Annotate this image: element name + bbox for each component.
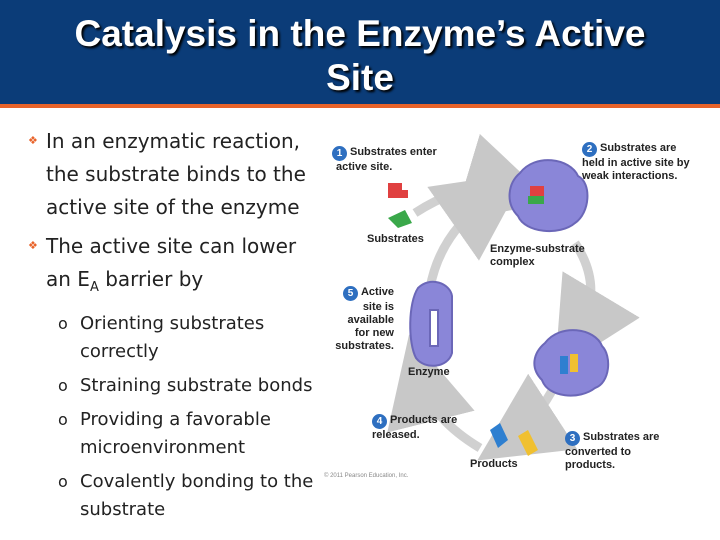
- label-text: site is: [362, 301, 394, 313]
- sub-bullet-line: Providing a favorable: [80, 409, 271, 430]
- bullet-line: The active site can lower: [46, 234, 297, 258]
- bullet-marker-icon: ❖: [28, 239, 38, 252]
- bullet-text: an E: [46, 267, 90, 291]
- enzyme-label: Enzyme: [408, 366, 450, 378]
- label-text: weak interactions.: [582, 170, 678, 182]
- sub-bullet-line: correctly: [80, 341, 159, 362]
- copyright-notice: © 2011 Pearson Education, Inc.: [324, 473, 409, 479]
- cycle-arrow-5: [425, 172, 527, 289]
- enzyme-cycle-graphic: [387, 133, 640, 461]
- complex-red-substrate: [530, 186, 544, 196]
- bullet-line: an EA barrier by: [46, 263, 338, 304]
- sub-bullet-item: o Orienting substrates correctly: [28, 310, 338, 366]
- bullet-item: ❖ In an enzymatic reaction, the substrat…: [28, 125, 338, 224]
- subscript-a: A: [89, 280, 99, 295]
- sub-bullet-line: substrate: [80, 499, 166, 520]
- empty-enzyme-shape: [409, 280, 453, 367]
- complex-green-substrate: [528, 196, 544, 204]
- step-4-badge: 4: [372, 414, 387, 429]
- bullet-item: ❖ The active site can lower an EA barrie…: [28, 230, 338, 304]
- sub-bullet-line: Straining substrate bonds: [80, 375, 313, 396]
- cycle-arrow-2: [554, 240, 640, 372]
- slide-title-line1: Catalysis in the Enzyme’s Active: [74, 13, 646, 54]
- enzyme-substrate-complex-label: Enzyme-substrate complex: [490, 243, 585, 269]
- bullet-line: In an enzymatic reaction,: [46, 129, 301, 153]
- label-text: active site.: [336, 161, 393, 173]
- title-bar: [0, 0, 720, 108]
- bullet-list: ❖ In an enzymatic reaction, the substrat…: [28, 125, 338, 530]
- sub-bullet-item: o Straining substrate bonds: [28, 372, 338, 400]
- sub-bullet-line: microenvironment: [80, 437, 246, 458]
- substrate-green-shape: [388, 210, 412, 228]
- sub-bullet-item: o Covalently bonding to the substrate: [28, 468, 338, 524]
- label-text: products.: [565, 459, 616, 471]
- bullet-line: the substrate binds to the: [46, 162, 306, 186]
- label-text: for new: [354, 327, 394, 339]
- sub-bullet-marker: o: [58, 376, 68, 395]
- step-2-badge: 2: [582, 142, 597, 157]
- label-text: Enzyme-substrate: [490, 243, 585, 255]
- label-text: converted to: [565, 446, 632, 458]
- sub-bullet-line: Orienting substrates: [80, 313, 265, 334]
- bullet-text: barrier by: [98, 267, 204, 291]
- bullet-marker-icon: ❖: [28, 134, 38, 147]
- step-5-badge: 5: [342, 286, 358, 301]
- label-text: held in active site by: [582, 157, 690, 169]
- slide-title: Catalysis in the Enzyme’s Active Site: [0, 12, 720, 100]
- label-text: Products are: [390, 414, 458, 426]
- label-text: available: [347, 314, 394, 326]
- sub-bullet-line: Covalently bonding to the: [80, 471, 314, 492]
- label-text: Active: [360, 286, 394, 298]
- label-text: Substrates are: [600, 142, 677, 154]
- enzyme-substrate-complex-shape: [508, 159, 589, 233]
- forming-blue-product: [560, 356, 568, 374]
- substrate-red-shape: [388, 183, 408, 198]
- label-text: complex: [490, 256, 535, 268]
- sub-bullet-marker: o: [58, 410, 68, 429]
- released-yellow-product-shape: [518, 430, 538, 456]
- cycle-arrow-4: [387, 334, 483, 452]
- sub-bullet-item: o Providing a favorable microenvironment: [28, 406, 338, 462]
- label-text: released.: [372, 429, 420, 441]
- bullet-line: active site of the enzyme: [46, 195, 300, 219]
- step-3-badge: 3: [565, 431, 580, 446]
- forming-yellow-product: [570, 354, 578, 372]
- products-label: Products: [470, 458, 518, 470]
- sub-bullet-marker: o: [58, 314, 68, 333]
- label-text: Substrates enter: [350, 146, 437, 158]
- label-text: Substrates are: [583, 431, 660, 443]
- sub-bullet-marker: o: [58, 472, 68, 491]
- released-blue-product-shape: [490, 423, 508, 448]
- substrates-label: Substrates: [367, 233, 424, 245]
- slide-title-line2: Site: [326, 57, 394, 98]
- label-text: substrates.: [335, 340, 394, 352]
- step-1-badge: 1: [332, 146, 347, 161]
- cycle-arrow-1: [412, 133, 554, 221]
